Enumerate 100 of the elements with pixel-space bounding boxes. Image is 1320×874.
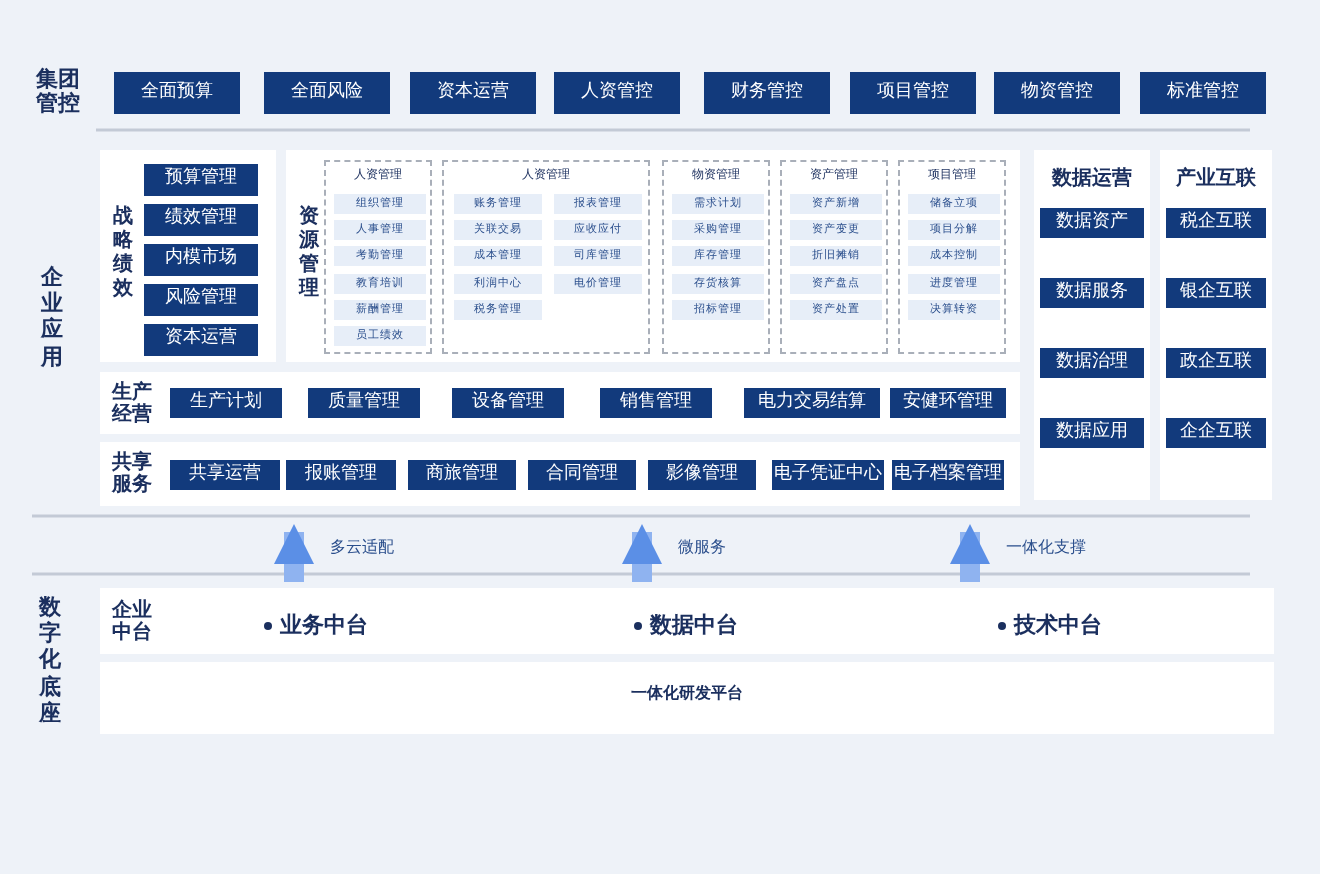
section-title: 集团管控 <box>36 68 82 117</box>
module-block <box>170 460 280 490</box>
module-label: 银企互联 <box>1180 283 1252 303</box>
module-block <box>704 72 830 114</box>
function-chip <box>672 299 764 320</box>
module-label: 资本运营 <box>437 83 509 103</box>
module-label: 电子凭证中心 <box>774 465 882 485</box>
module-label: 风险管理 <box>165 290 237 310</box>
function-chip <box>908 194 1000 214</box>
module-label: 全面预算 <box>141 83 213 103</box>
function-chip <box>908 273 1000 294</box>
function-chip <box>554 273 642 294</box>
module-label: 企企互联 <box>1180 423 1252 443</box>
function-chip <box>454 246 542 267</box>
function-chip <box>454 220 542 241</box>
module-block <box>1166 278 1266 308</box>
module-label: 商旅管理 <box>426 465 498 485</box>
section-title: 数据运营 <box>1049 168 1134 190</box>
function-chip <box>554 220 642 241</box>
function-chip <box>334 299 426 320</box>
module-group <box>324 160 432 354</box>
module-label: 税企互联 <box>1180 213 1252 233</box>
module-label: 标准管控 <box>1167 83 1239 103</box>
module-block <box>648 460 756 490</box>
module-block <box>308 388 420 418</box>
module-block <box>1166 348 1266 378</box>
module-block <box>890 388 1006 418</box>
section-title: 战略绩效 <box>112 206 133 302</box>
section-title: 共享服务 <box>112 452 154 496</box>
module-block <box>1040 208 1144 238</box>
function-chip <box>790 246 882 267</box>
platform-label: 技术中台 <box>1014 610 1102 640</box>
module-block <box>1140 72 1266 114</box>
module-block <box>1040 278 1144 308</box>
platform-label: 数据中台 <box>650 610 738 640</box>
function-chip <box>672 273 764 294</box>
edge-label: 一体化支撑 <box>1002 536 1090 558</box>
module-label: 预算管理 <box>165 170 237 190</box>
arrow <box>274 524 314 582</box>
module-label: 质量管理 <box>328 393 400 413</box>
module-block <box>144 324 258 356</box>
function-chip <box>908 299 1000 320</box>
module-block <box>408 460 516 490</box>
module-label: 合同管理 <box>546 465 618 485</box>
module-label: 销售管理 <box>620 393 692 413</box>
section-panel <box>1034 150 1150 500</box>
module-label: 生产计划 <box>190 393 262 413</box>
section-title: 数字化底座 <box>38 594 62 726</box>
module-label: 数据治理 <box>1056 353 1128 373</box>
module-block <box>144 284 258 316</box>
module-label: 数据资产 <box>1056 213 1128 233</box>
section-panel <box>100 150 276 362</box>
function-chip <box>334 273 426 294</box>
section-title: 企业中台 <box>112 599 154 643</box>
module-group <box>442 160 650 354</box>
module-block <box>554 72 680 114</box>
module-label: 财务管控 <box>731 83 803 103</box>
section-title: 产业互联 <box>1174 168 1258 190</box>
arrow <box>622 524 662 582</box>
module-block <box>410 72 536 114</box>
module-label: 项目管控 <box>877 83 949 103</box>
module-block <box>1166 418 1266 448</box>
section-panel <box>100 588 1274 654</box>
module-label: 人资管控 <box>581 83 653 103</box>
module-label: 绩效管理 <box>165 210 237 230</box>
function-chip <box>672 220 764 241</box>
section-panel <box>100 442 1020 506</box>
function-chip <box>672 246 764 267</box>
function-chip <box>908 220 1000 241</box>
function-chip <box>454 273 542 294</box>
module-block <box>144 244 258 276</box>
section-panel <box>100 372 1020 434</box>
section-title: 一体化研发平台 <box>629 686 745 704</box>
function-chip <box>334 194 426 214</box>
function-chip <box>790 273 882 294</box>
module-block <box>1166 208 1266 238</box>
module-label: 设备管理 <box>472 393 544 413</box>
platform-label: 业务中台 <box>280 610 368 640</box>
section-panel <box>286 150 1020 362</box>
module-label: 物资管控 <box>1021 83 1093 103</box>
module-block <box>170 388 282 418</box>
module-block <box>452 388 564 418</box>
module-block <box>600 388 712 418</box>
module-label: 影像管理 <box>666 465 738 485</box>
module-label: 电子档案管理 <box>894 465 1002 485</box>
module-block <box>744 388 880 418</box>
module-label: 资本运营 <box>165 330 237 350</box>
function-chip <box>790 299 882 320</box>
section-title: 生产经营 <box>112 381 154 425</box>
module-label: 报账管理 <box>305 465 377 485</box>
module-block <box>144 164 258 196</box>
module-block <box>264 72 390 114</box>
edge-label: 微服务 <box>674 536 730 558</box>
function-chip <box>334 220 426 241</box>
module-label: 数据服务 <box>1056 283 1128 303</box>
module-group <box>898 160 1006 354</box>
module-label: 数据应用 <box>1056 423 1128 443</box>
function-chip <box>790 220 882 241</box>
module-block <box>994 72 1120 114</box>
module-label: 政企互联 <box>1180 353 1252 373</box>
